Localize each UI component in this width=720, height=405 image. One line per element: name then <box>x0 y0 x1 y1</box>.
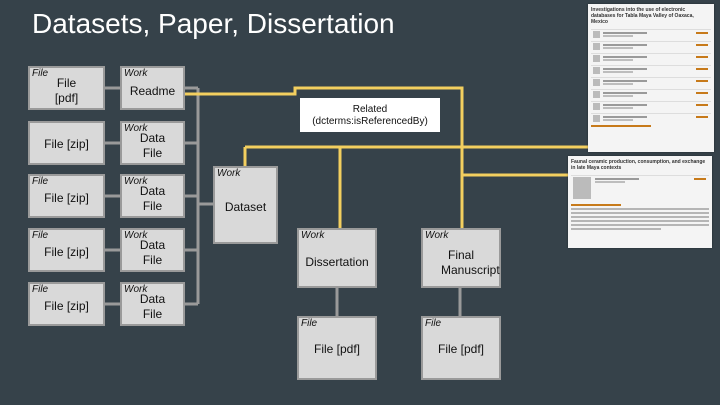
paper-row <box>591 41 711 51</box>
file-tag: File <box>32 284 49 295</box>
page-title: Datasets, Paper, Dissertation <box>32 8 395 39</box>
file-zip-box-1[interactable]: File [zip] <box>28 121 105 165</box>
paper-thumbnail-2[interactable]: Faunal ceramic production, consumption, … <box>568 156 712 248</box>
work-tag: Work <box>425 230 449 241</box>
work-label: Data File <box>139 131 166 160</box>
paper-row <box>591 113 711 123</box>
data-file-box-2[interactable]: Work Data File <box>120 174 185 218</box>
work-tag: Work <box>301 230 325 241</box>
paper-row <box>591 65 711 75</box>
paper-text-line <box>571 216 709 218</box>
paper-text-line <box>571 228 661 230</box>
file-tag: File <box>32 230 49 241</box>
data-file-box-4[interactable]: Work Data File <box>120 282 185 326</box>
paper-link-line <box>591 125 651 127</box>
work-label: Readme <box>129 84 176 98</box>
manuscript-box[interactable]: Work Final Manuscript <box>421 228 501 288</box>
file-zip-box-2[interactable]: File File [zip] <box>28 174 105 218</box>
work-label: Data File <box>139 184 166 213</box>
work-label: Data File <box>139 238 166 267</box>
file-tag: File <box>32 68 49 79</box>
paper-row <box>591 101 711 111</box>
file-label: File [pdf] <box>437 342 485 356</box>
paper-row <box>591 77 711 87</box>
file-label: File [zip] <box>44 137 89 151</box>
paper-text-line <box>571 224 709 226</box>
paper-link-line <box>571 204 621 206</box>
file-tag: File <box>425 318 442 329</box>
file-label: File [pdf] <box>54 76 79 105</box>
data-file-box-1[interactable]: Work Data File <box>120 121 185 165</box>
work-tag: Work <box>124 230 148 241</box>
dataset-box[interactable]: Work Dataset <box>213 166 278 244</box>
readme-box[interactable]: Work Readme <box>120 66 185 110</box>
file-tag: File <box>301 318 318 329</box>
paper-row <box>591 29 711 39</box>
paper-row <box>591 53 711 63</box>
paper-text-line <box>571 208 709 210</box>
file-label: File [zip] <box>44 245 89 259</box>
data-file-box-3[interactable]: Work Data File <box>120 228 185 272</box>
paper-text-line <box>571 220 709 222</box>
file-label: File [zip] <box>44 299 89 313</box>
paper-text-line <box>571 212 709 214</box>
paper-row <box>591 89 711 99</box>
work-tag: Work <box>217 168 241 179</box>
paper-title: Investigations into the use of electroni… <box>591 7 694 25</box>
paper-thumbnail-1[interactable]: Investigations into the use of electroni… <box>588 4 714 152</box>
work-label: Final Manuscript <box>441 248 500 277</box>
file-zip-box-4[interactable]: File File [zip] <box>28 282 105 326</box>
file-label: File [pdf] <box>313 342 361 356</box>
dissertation-box[interactable]: Work Dissertation <box>297 228 377 288</box>
related-label: Related (dcterms:isReferencedBy) <box>312 104 428 127</box>
work-label: Data File <box>139 292 166 321</box>
dissertation-file-box[interactable]: File File [pdf] <box>297 316 377 380</box>
paper-title: Faunal ceramic production, consumption, … <box>571 159 706 171</box>
work-tag: Work <box>124 176 148 187</box>
work-label: Dissertation <box>305 255 369 269</box>
work-label: Dataset <box>224 200 267 214</box>
paper-row <box>571 175 709 202</box>
work-tag: Work <box>124 284 148 295</box>
file-tag: File <box>32 176 49 187</box>
related-link-readme <box>185 86 464 228</box>
related-label-box <box>300 98 440 132</box>
work-tag: Work <box>124 68 148 79</box>
file-pdf-box[interactable]: File File [pdf] <box>28 66 105 110</box>
file-zip-box-3[interactable]: File File [zip] <box>28 228 105 272</box>
manuscript-file-box[interactable]: File File [pdf] <box>421 316 501 380</box>
work-tag: Work <box>124 123 148 134</box>
file-label: File [zip] <box>44 191 89 205</box>
